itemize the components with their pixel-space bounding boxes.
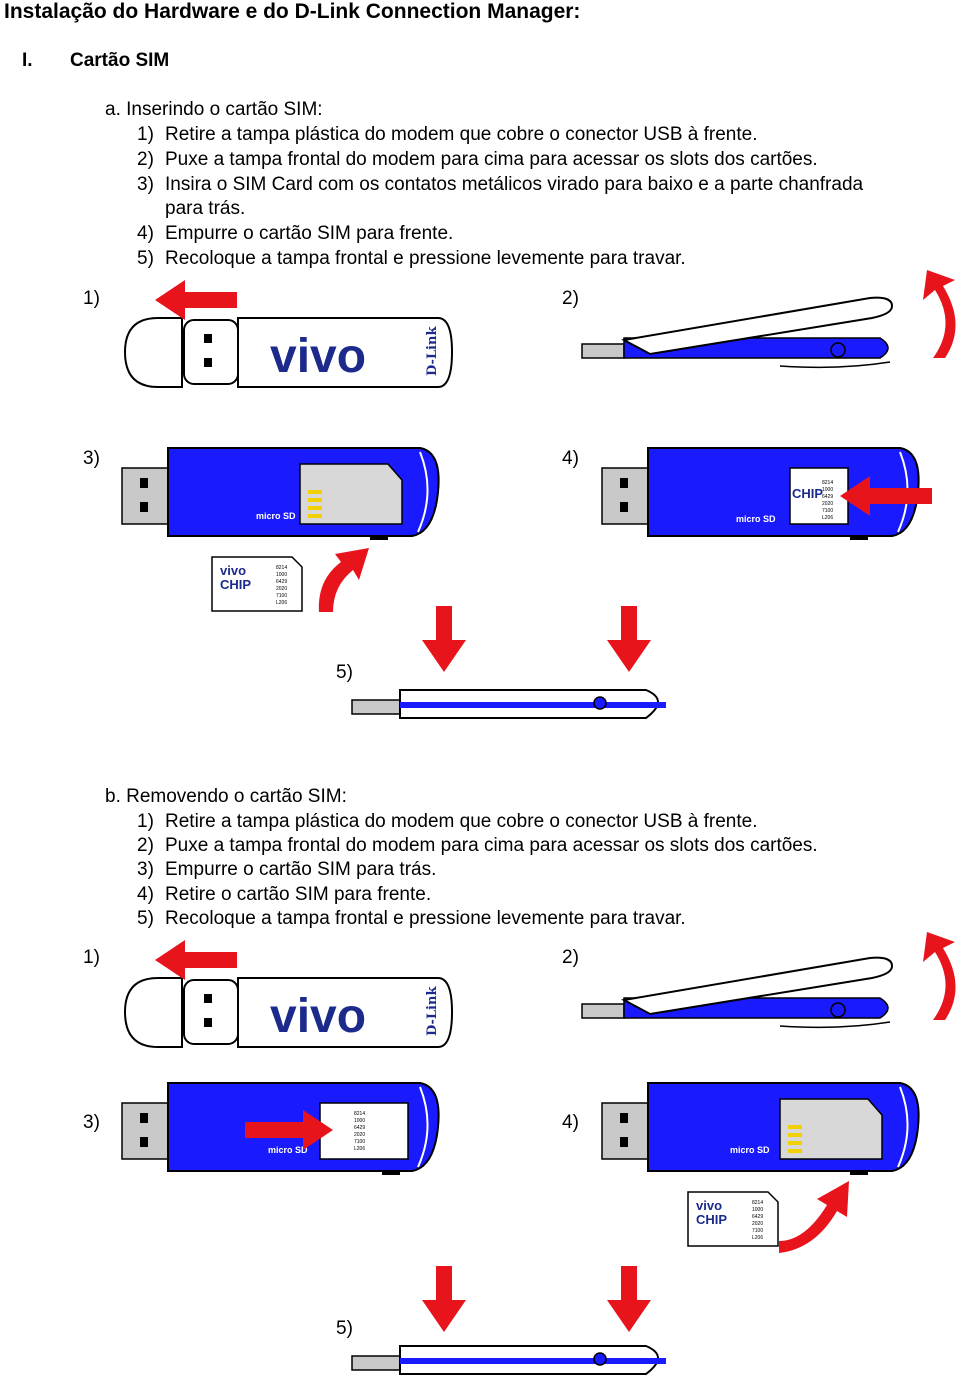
section-number: I. (22, 50, 33, 71)
micro-sd-label: micro SD (736, 514, 776, 524)
usb-modem-icon (351, 1345, 666, 1375)
sim-code-5: 7100 (276, 593, 287, 599)
sim-code-5: 7100 (752, 1228, 763, 1234)
vivo-logo: vivo (270, 330, 366, 383)
usb-modem-icon: micro SD (601, 1082, 920, 1175)
part-b-step-3: 3)Empurre o cartão SIM para trás. (137, 859, 437, 880)
sim-code-4: 2020 (354, 1132, 365, 1138)
figure-a-label-4: 4) (562, 448, 579, 469)
sim-code-4: 2020 (752, 1221, 763, 1227)
sim-chip-text: CHIP (696, 1212, 727, 1227)
sim-card-icon: vivo CHIP 8214 1000 6429 2020 7100 L206 (687, 1191, 779, 1247)
figure-a-label-1: 1) (83, 288, 100, 309)
vivo-logo: vivo (270, 990, 366, 1043)
sim-code-6: L206 (354, 1146, 365, 1152)
dlink-logo: D-Link (425, 326, 440, 376)
part-a-step-5: 5)Recoloque a tampa frontal e pressione … (137, 248, 686, 269)
figure-a-label-5: 5) (336, 662, 353, 683)
usb-modem-icon: vivo D-Link (123, 317, 454, 388)
arrow-down-icon (422, 1266, 466, 1332)
figure-b-label-1: 1) (83, 947, 100, 968)
curved-arrow-up-icon (779, 1181, 849, 1253)
sim-code-6: L206 (276, 600, 287, 606)
sim-code-2: 1000 (354, 1118, 365, 1124)
arrow-left-icon (155, 940, 237, 980)
sim-code-1: 8214 (354, 1111, 365, 1117)
sim-code-4: 2020 (276, 586, 287, 592)
sim-code-2: 1000 (276, 572, 287, 578)
part-b-step-2: 2)Puxe a tampa frontal do modem para cim… (137, 835, 818, 856)
micro-sd-label: micro SD (256, 511, 296, 521)
sim-code-2: 1000 (822, 487, 833, 493)
usb-modem-icon (581, 956, 894, 1029)
arrow-down-icon (607, 606, 651, 672)
sim-vivo-text: vivo (220, 563, 246, 578)
curved-arrow-up-icon (318, 548, 369, 612)
usb-modem-icon (581, 296, 894, 369)
sim-code-5: 7100 (354, 1139, 365, 1145)
sim-code-5: 7100 (822, 508, 833, 514)
sim-code-2: 1000 (752, 1207, 763, 1213)
part-a-step-3-cont: para trás. (165, 198, 246, 219)
sim-chip-text: CHIP (792, 486, 823, 501)
arrow-left-icon (155, 280, 237, 320)
sim-code-3: 6429 (276, 579, 287, 585)
sim-card-icon: vivo CHIP 8214 1000 6429 2020 7100 L206 (211, 556, 303, 612)
curved-arrow-up-icon (923, 270, 956, 358)
part-b-step-4: 4)Retire o cartão SIM para frente. (137, 884, 432, 905)
sim-vivo-text: vivo (696, 1198, 722, 1213)
sim-code-1: 8214 (276, 565, 287, 571)
usb-modem-icon: CHIP 8214 1000 6429 2020 7100 L206 micro… (601, 447, 920, 540)
part-a-step-4: 4)Empurre o cartão SIM para frente. (137, 223, 454, 244)
sim-code-3: 6429 (752, 1214, 763, 1220)
part-b-heading: b. Removendo o cartão SIM: (105, 786, 347, 807)
arrow-down-icon (422, 606, 466, 672)
figure-b-label-4: 4) (562, 1112, 579, 1133)
part-b-step-1: 1)Retire a tampa plástica do modem que c… (137, 811, 758, 832)
usb-modem-icon: vivo D-Link (123, 977, 454, 1048)
sim-code-6: L206 (822, 515, 833, 521)
sim-code-3: 6429 (354, 1125, 365, 1131)
figure-b-label-2: 2) (562, 947, 579, 968)
section-label: Cartão SIM (70, 50, 170, 71)
section-heading: I. Cartão SIM (22, 50, 322, 76)
figure-b-label-3: 3) (83, 1112, 100, 1133)
sim-code-1: 8214 (752, 1200, 763, 1206)
arrow-left-icon (840, 476, 932, 516)
arrow-right-icon (245, 1110, 333, 1150)
sim-code-4: 2020 (822, 501, 833, 507)
micro-sd-label: micro SD (730, 1145, 770, 1155)
dlink-logo: D-Link (425, 986, 440, 1036)
figure-a-label-3: 3) (83, 448, 100, 469)
part-a-step-1: 1)Retire a tampa plástica do modem que c… (137, 124, 758, 145)
micro-sd-label: micro SD (268, 1145, 308, 1155)
usb-modem-icon (351, 689, 666, 719)
page-title: Instalação do Hardware e do D-Link Conne… (4, 0, 581, 23)
part-b-step-5: 5)Recoloque a tampa frontal e pressione … (137, 908, 686, 929)
part-a-step-2: 2)Puxe a tampa frontal do modem para cim… (137, 149, 818, 170)
figure-a-label-2: 2) (562, 288, 579, 309)
curved-arrow-up-icon (923, 932, 956, 1020)
sim-code-3: 6429 (822, 494, 833, 500)
usb-modem-icon: micro SD (121, 447, 440, 540)
part-a-heading: a. Inserindo o cartão SIM: (105, 99, 323, 120)
sim-code-6: L206 (752, 1235, 763, 1241)
sim-chip-text: CHIP (220, 577, 251, 592)
arrow-down-icon (607, 1266, 651, 1332)
sim-code-1: 8214 (822, 480, 833, 486)
figure-b-label-5: 5) (336, 1318, 353, 1339)
part-a-step-3: 3)Insira o SIM Card com os contatos metá… (137, 174, 864, 195)
